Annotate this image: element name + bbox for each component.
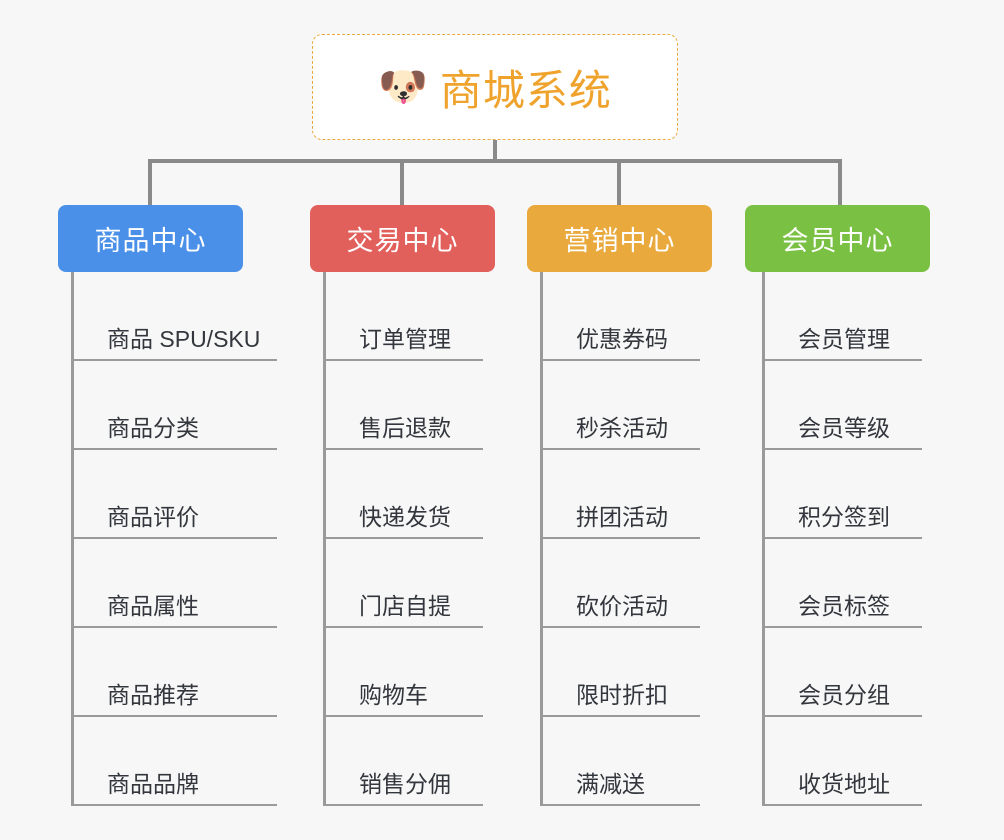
leaf-item[interactable]: 商品评价: [71, 450, 277, 539]
leaf-item-label: 商品推荐: [107, 682, 199, 708]
leaf-item[interactable]: 售后退款: [323, 361, 483, 450]
leaf-item[interactable]: 商品推荐: [71, 628, 277, 717]
leaf-item[interactable]: 订单管理: [323, 272, 483, 361]
branch-column-trade-center: 订单管理售后退款快递发货门店自提购物车销售分佣: [323, 272, 483, 806]
connector-drop-product-center: [148, 159, 152, 206]
leaf-item[interactable]: 砍价活动: [540, 539, 700, 628]
leaf-item-label: 秒杀活动: [576, 415, 668, 441]
category-box-label: 交易中心: [346, 226, 459, 256]
leaf-item-label: 满减送: [576, 771, 645, 797]
leaf-item[interactable]: 门店自提: [323, 539, 483, 628]
category-box-label: 会员中心: [781, 226, 894, 256]
leaf-item-label: 收货地址: [798, 771, 890, 797]
branch-column-product-center: 商品 SPU/SKU 商品分类商品评价商品属性商品推荐商品品牌: [71, 272, 277, 806]
leaf-item-label: 商品品牌: [107, 771, 199, 797]
root-node-title: 商城系统: [439, 66, 612, 114]
leaf-item[interactable]: 销售分佣: [323, 717, 483, 806]
category-box-label: 营销中心: [563, 226, 676, 256]
connector-drop-member-center: [838, 159, 842, 206]
dog-face-icon: 🐶: [378, 65, 428, 109]
connector-drop-trade-center: [400, 159, 404, 206]
leaf-item[interactable]: 会员标签: [762, 539, 922, 628]
leaf-item[interactable]: 限时折扣: [540, 628, 700, 717]
leaf-item-label: 销售分佣: [359, 771, 451, 797]
leaf-item-label: 会员标签: [798, 593, 890, 619]
leaf-item[interactable]: 商品品牌: [71, 717, 277, 806]
category-box-member-center[interactable]: 会员中心: [745, 205, 930, 272]
leaf-item[interactable]: 积分签到: [762, 450, 922, 539]
leaf-item[interactable]: 会员分组: [762, 628, 922, 717]
leaf-item-label: 商品属性: [107, 593, 199, 619]
category-box-trade-center[interactable]: 交易中心: [310, 205, 495, 272]
leaf-item-label: 会员等级: [798, 415, 890, 441]
leaf-item-label: 门店自提: [359, 593, 451, 619]
leaf-item-label: 砍价活动: [576, 593, 668, 619]
leaf-item[interactable]: 优惠券码: [540, 272, 700, 361]
root-node-mall-system[interactable]: 🐶 商城系统: [312, 34, 678, 140]
leaf-item-label: 快递发货: [359, 504, 451, 530]
connector-drop-marketing-center: [617, 159, 621, 206]
leaf-item[interactable]: 会员管理: [762, 272, 922, 361]
category-box-product-center[interactable]: 商品中心: [58, 205, 243, 272]
leaf-item[interactable]: 收货地址: [762, 717, 922, 806]
branch-column-member-center: 会员管理会员等级积分签到会员标签会员分组收货地址: [762, 272, 922, 806]
leaf-item[interactable]: 商品分类: [71, 361, 277, 450]
leaf-item[interactable]: 秒杀活动: [540, 361, 700, 450]
leaf-item-label: 会员分组: [798, 682, 890, 708]
leaf-item[interactable]: 商品属性: [71, 539, 277, 628]
connector-horizontal-bus: [148, 159, 840, 163]
leaf-item-label: 商品分类: [107, 415, 199, 441]
leaf-item[interactable]: 购物车: [323, 628, 483, 717]
category-box-marketing-center[interactable]: 营销中心: [527, 205, 712, 272]
leaf-item-label: 商品评价: [107, 504, 199, 530]
leaf-item-label: 拼团活动: [576, 504, 668, 530]
leaf-item-label: 会员管理: [798, 326, 890, 352]
branch-column-marketing-center: 优惠券码秒杀活动拼团活动砍价活动限时折扣满减送: [540, 272, 700, 806]
leaf-item[interactable]: 满减送: [540, 717, 700, 806]
leaf-item-label: 售后退款: [359, 415, 451, 441]
leaf-item-label: 积分签到: [798, 504, 890, 530]
leaf-item-label: 订单管理: [359, 326, 451, 352]
leaf-item[interactable]: 会员等级: [762, 361, 922, 450]
leaf-item[interactable]: 商品 SPU/SKU: [71, 272, 277, 361]
leaf-item[interactable]: 拼团活动: [540, 450, 700, 539]
leaf-item-label: 商品 SPU/SKU: [107, 326, 261, 352]
leaf-item-label: 优惠券码: [576, 326, 668, 352]
leaf-item[interactable]: 快递发货: [323, 450, 483, 539]
leaf-item-label: 购物车: [359, 682, 428, 708]
connector-root-stem: [493, 140, 497, 163]
leaf-item-label: 限时折扣: [576, 682, 668, 708]
category-box-label: 商品中心: [94, 226, 207, 256]
